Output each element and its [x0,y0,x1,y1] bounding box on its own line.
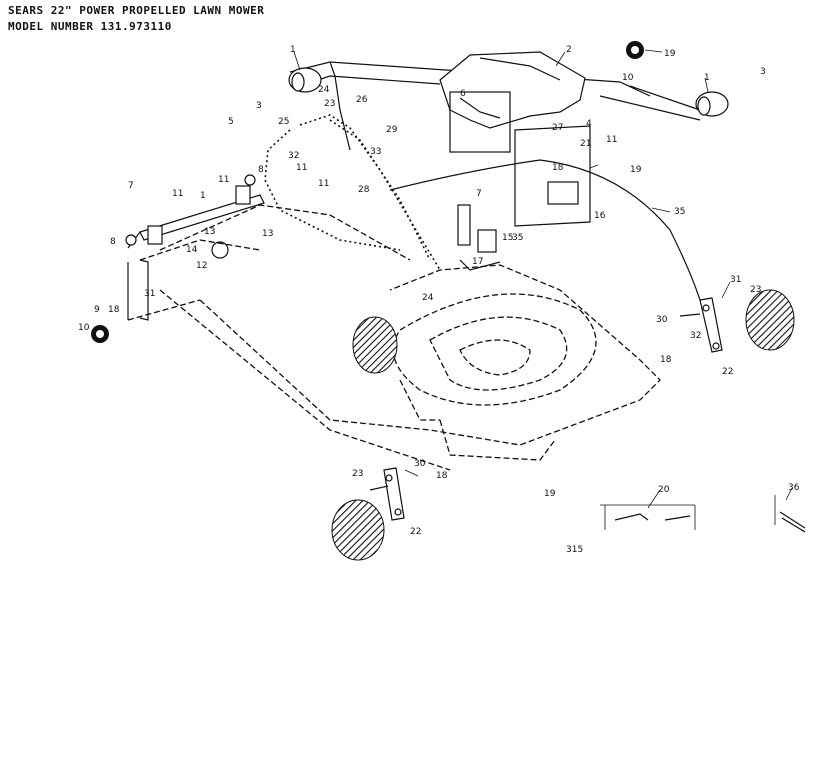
label-19: 19 [630,165,642,175]
label-9: 9 [94,305,100,315]
label-18: 18 [660,355,672,365]
label-8: 8 [258,165,264,175]
label-24: 24 [422,293,434,303]
model-number: MODEL NUMBER 131.973110 [8,20,172,33]
control-knob [626,41,663,59]
wheel-arm-right [679,297,723,353]
label-36: 36 [788,483,800,493]
label-12: 12 [196,261,207,271]
label-32: 32 [690,331,701,341]
label-26: 26 [356,95,368,105]
label-1: 1 [704,73,710,83]
label-14: 14 [186,245,198,255]
label-35: 35 [674,207,685,217]
label-8: 8 [110,237,116,247]
label-29: 29 [386,125,398,135]
handle-grip-right [695,91,729,117]
wheel-arm-left [369,467,405,521]
label-11: 11 [172,189,183,199]
label-25: 25 [278,117,289,127]
label-28: 28 [358,185,370,195]
label-18: 18 [552,163,564,173]
label-6: 6 [460,89,466,99]
wheel-rear-left [331,499,385,561]
label-15: 15 [502,233,513,243]
label-11: 11 [606,135,617,145]
callout-labels: 1 1 1 2 3 3 4 5 6 7 7 8 8 9 10 10 11 11 … [78,45,800,555]
label-10: 10 [78,323,90,333]
handle-grip-left [288,67,322,93]
label-30: 30 [414,459,426,469]
label-18: 18 [108,305,120,315]
label-10: 10 [622,73,634,83]
label-5: 5 [228,117,234,127]
label-13: 13 [204,227,215,237]
label-11: 11 [296,163,307,173]
label-11: 11 [318,179,329,189]
label-31: 31 [144,289,155,299]
control-cable [389,159,701,301]
diagram-title: SEARS 22" POWER PROPELLED LAWN MOWER [8,4,265,17]
hardware-bag-36 [774,495,806,533]
lower-handle [264,114,441,271]
label-3: 3 [760,67,766,77]
callout-leaders [293,51,793,509]
label-24: 24 [318,85,330,95]
label-30: 30 [656,315,668,325]
label-33: 33 [370,147,381,157]
figure-code: 315 [566,545,583,555]
label-7: 7 [476,189,482,199]
control-housing [439,51,591,227]
label-19: 19 [664,49,676,59]
height-adjuster [457,181,579,271]
label-1: 1 [290,45,296,55]
label-22: 22 [410,527,421,537]
mower-deck [159,264,661,471]
label-21: 21 [580,139,591,149]
label-31: 31 [730,275,741,285]
label-17: 17 [472,257,483,267]
label-27: 27 [552,123,563,133]
cover-plate [449,91,511,153]
label-4: 4 [586,119,592,129]
label-7: 7 [128,181,134,191]
label-16: 16 [594,211,606,221]
label-1: 1 [200,191,206,201]
label-2: 2 [566,45,572,55]
label-19: 19 [544,489,556,499]
wheel-front-left [352,316,398,374]
wheel-rear-right [745,289,795,351]
label-13: 13 [262,229,273,239]
label-35: 35 [512,233,523,243]
hardware-bag-20 [600,504,696,530]
left-knob [91,325,109,343]
label-22: 22 [722,367,733,377]
label-11: 11 [218,175,229,185]
left-axle-assembly [125,174,411,321]
label-18: 18 [436,471,448,481]
label-20: 20 [658,485,670,495]
label-3: 3 [256,101,262,111]
label-23: 23 [324,99,335,109]
label-23: 23 [750,285,761,295]
label-32: 32 [288,151,299,161]
label-23: 23 [352,469,363,479]
